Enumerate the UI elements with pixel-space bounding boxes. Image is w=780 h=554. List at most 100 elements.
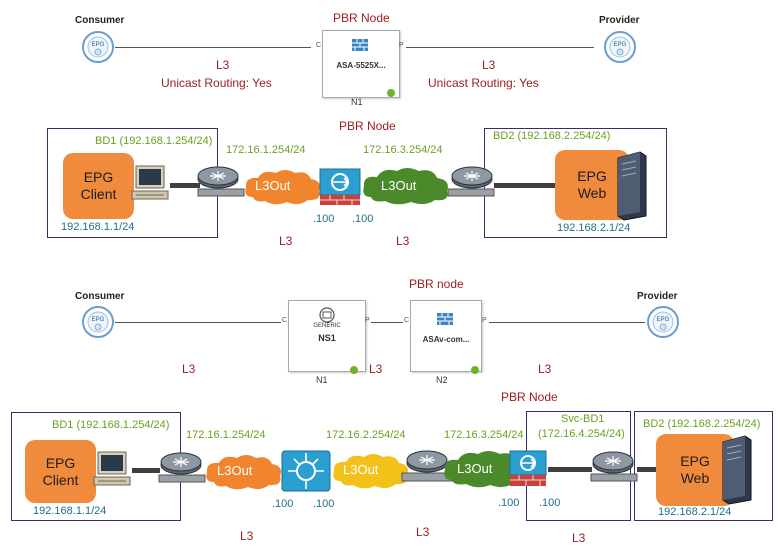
mid-provider-connector xyxy=(489,322,645,323)
phys1-epg-web-line2: Web xyxy=(577,185,607,201)
phys2-bd2-box xyxy=(634,411,773,521)
phys1-leaf-switch-right-icon xyxy=(447,166,495,197)
phys2-l3out-cloud-1 xyxy=(206,455,281,490)
ns1-name: NS1 xyxy=(318,333,336,343)
mid-ns1-port-c: C xyxy=(282,317,288,324)
generic-device-icon xyxy=(319,307,335,323)
phys2-svc-bd1-label-1: Svc-BD1 xyxy=(561,413,605,425)
phys2-client-link xyxy=(132,468,160,473)
phys2-bd2-label: BD2 (192.168.2.254/24) xyxy=(643,418,761,430)
mid-provider-epg-icon[interactable]: EPG xyxy=(646,305,680,339)
phys2-svc-bd1-label-2: (172.16.4.254/24) xyxy=(538,428,625,440)
phys1-web-ip: 192.168.2.1/24 xyxy=(557,222,631,234)
phys1-ip-right: 172.16.3.254/24 xyxy=(363,144,443,156)
phys1-epg-client-line2: Client xyxy=(80,186,117,202)
phys2-web-link xyxy=(637,467,659,472)
phys2-dot100-3: .100 xyxy=(498,497,520,509)
phys2-l3out-1-label: L3Out xyxy=(217,463,253,478)
phys1-l3out-left-label: L3Out xyxy=(255,178,291,193)
mid-ns1-port-p: P xyxy=(365,317,370,324)
mid-consumer-epg-icon[interactable]: EPG xyxy=(81,305,115,339)
phys1-leaf-switch-left-icon xyxy=(197,166,245,197)
phys1-client-link xyxy=(170,183,200,188)
phys2-epg-web[interactable]: EPG Web xyxy=(656,434,734,506)
consumer-connector xyxy=(115,47,311,48)
phys1-bd1-label: BD1 (192.168.1.254/24) xyxy=(95,135,213,147)
svg-text:EPG: EPG xyxy=(92,317,105,323)
phys1-bd2-label: BD2 (192.168.2.254/24) xyxy=(493,130,611,142)
consumer-epg-icon[interactable]: EPG xyxy=(81,30,115,64)
phys2-epg-client-line2: Client xyxy=(42,471,79,488)
mid-consumer-connector xyxy=(115,322,281,323)
top-left-routing: Unicast Routing: Yes xyxy=(161,76,272,90)
provider-connector xyxy=(406,47,594,48)
phys1-firewall-icon[interactable] xyxy=(318,167,362,207)
top-right-l3: L3 xyxy=(482,58,496,72)
phys1-epg-web-line1: EPG xyxy=(577,168,607,184)
phys2-l3out-cloud-2 xyxy=(333,454,408,489)
phys1-dot100-left: .100 xyxy=(313,213,335,225)
phys2-l3out-3-label: L3Out xyxy=(457,461,493,476)
phys1-web-link xyxy=(494,183,558,188)
phys2-dot100-2: .100 xyxy=(313,498,335,510)
phys2-firewall-icon[interactable] xyxy=(508,449,548,489)
phys2-epg-client[interactable]: EPG Client xyxy=(25,440,96,503)
phys2-load-balancer-icon[interactable] xyxy=(280,449,332,493)
mid-asav-port-p: P xyxy=(482,317,487,324)
phys2-l3-3: L3 xyxy=(572,531,586,545)
asav-name: ASAv-com... xyxy=(422,335,470,344)
web-server-icon xyxy=(617,151,647,221)
phys2-epg-web-line1: EPG xyxy=(680,453,710,469)
phys1-epg-web[interactable]: EPG Web xyxy=(555,150,629,220)
ns1-generic-label: GENERIC xyxy=(313,323,341,329)
top-port-p: P xyxy=(399,42,404,49)
phys1-pbr-title: PBR Node xyxy=(339,119,396,133)
phys2-ip-3: 172.16.3.254/24 xyxy=(444,429,524,441)
phys2-epg-web-line2: Web xyxy=(680,470,710,486)
mid-inner-connector xyxy=(371,322,403,323)
mid-n2-label: N2 xyxy=(436,375,448,385)
top-node-id: N1 xyxy=(351,97,363,107)
provider-epg-icon[interactable]: EPG xyxy=(603,30,637,64)
phys2-ip-1: 172.16.1.254/24 xyxy=(186,429,266,441)
phys1-epg-client[interactable]: EPG Client xyxy=(63,153,134,219)
svg-text:EPG: EPG xyxy=(614,42,627,48)
consumer-label: Consumer xyxy=(75,15,125,26)
phys2-l3-1: L3 xyxy=(240,529,254,543)
phys2-svc-link xyxy=(548,467,592,472)
top-left-l3: L3 xyxy=(216,58,230,72)
top-asa-node[interactable]: ASA-5525X... xyxy=(322,30,400,98)
svg-text:EPG: EPG xyxy=(92,42,105,48)
phys1-epg-client-line1: EPG xyxy=(83,169,114,185)
mid-ns1-node[interactable]: GENERIC NS1 xyxy=(288,300,366,372)
mid-asav-status-dot xyxy=(471,366,479,374)
svg-text:EPG: EPG xyxy=(657,317,670,323)
asav-firewall-icon xyxy=(437,313,453,325)
phys2-leaf-switch-3-icon xyxy=(590,451,638,482)
firewall-icon xyxy=(352,39,368,51)
mid-consumer-label: Consumer xyxy=(75,291,125,302)
client-pc-icon xyxy=(131,165,169,200)
phys1-l3out-cloud-right xyxy=(363,168,448,205)
phys2-web-ip: 192.168.2.1/24 xyxy=(658,506,732,518)
mid-asav-node[interactable]: ASAv-com... xyxy=(410,300,482,372)
top-port-c: C xyxy=(316,42,322,49)
mid-l3-mid: L3 xyxy=(369,362,383,376)
phys1-l3out-right-label: L3Out xyxy=(381,178,417,193)
phys2-leaf-switch-1-icon xyxy=(158,452,206,483)
phys2-client-ip: 192.168.1.1/24 xyxy=(33,505,107,517)
mid-provider-label: Provider xyxy=(637,291,678,302)
phys2-web-server-icon xyxy=(722,435,752,505)
mid-l3-right: L3 xyxy=(538,362,552,376)
phys2-dot100-1: .100 xyxy=(272,498,294,510)
phys2-client-pc-icon xyxy=(93,451,131,486)
phys2-l3out-cloud-3 xyxy=(444,451,527,488)
phys1-dot100-right: .100 xyxy=(352,213,374,225)
top-pbr-title: PBR Node xyxy=(333,11,390,25)
phys1-l3out-cloud-left xyxy=(245,170,320,205)
mid-pbr-title: PBR node xyxy=(409,277,464,291)
phys2-bd1-label: BD1 (192.168.1.254/24) xyxy=(52,419,170,431)
phys1-ip-left: 172.16.1.254/24 xyxy=(226,144,306,156)
phys2-l3-2: L3 xyxy=(416,525,430,539)
mid-n1-label: N1 xyxy=(316,375,328,385)
